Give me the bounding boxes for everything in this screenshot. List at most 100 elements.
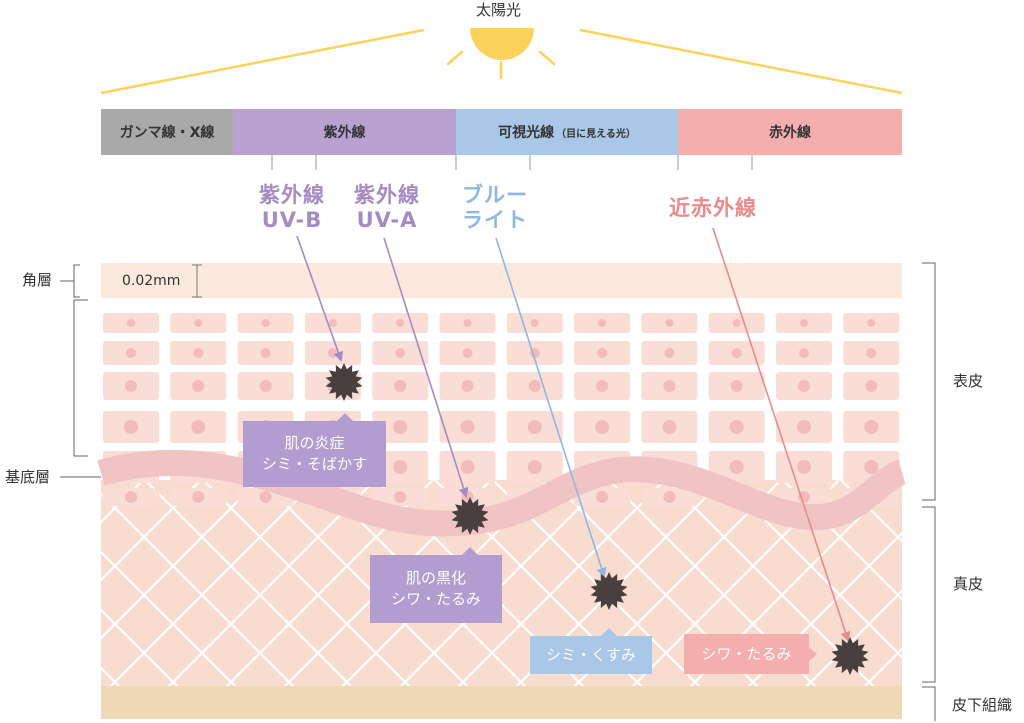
cell-nucleus-0-9: [732, 319, 741, 327]
cell-nucleus-3-7: [595, 420, 610, 434]
effect-box-uvb: 肌の炎症シミ・そばかす: [243, 421, 386, 487]
cell-nucleus-0-3: [328, 319, 337, 327]
effect-pointer-ir: [809, 647, 817, 661]
damage-spot-2: [590, 572, 628, 610]
fiber-a-856: [957, 480, 1024, 710]
effect-pointer-uvb: [337, 413, 353, 421]
cell-nucleus-0-0: [127, 319, 135, 327]
cell-nucleus-2-2: [259, 380, 272, 392]
spectrum-band-3: [678, 109, 902, 155]
fiber-b--72: [101, 480, 260, 640]
cell-nucleus-3-4: [393, 420, 408, 434]
ray-arrow-2: [495, 237, 607, 578]
ray-arrow-0: [296, 235, 344, 362]
cell-nucleus-3-8: [662, 420, 677, 434]
cell-nucleus-1-7: [597, 348, 608, 358]
cell-nucleus-4-5: [460, 460, 475, 474]
epidermis-label: 表皮: [953, 372, 984, 390]
effect-pointer-uva: [462, 547, 478, 555]
cell-nucleus-3-10: [797, 420, 811, 434]
cell-nucleus-3-1: [191, 420, 206, 434]
cell-nucleus-5-8: [663, 491, 676, 503]
cell-nucleus-0-7: [598, 319, 607, 327]
fiber-b--188: [101, 480, 144, 524]
cell-nucleus-2-10: [798, 380, 810, 392]
cell-nucleus-4-10: [797, 460, 811, 474]
fiber-a--130: [101, 608, 183, 690]
band-ultraviolet: 紫外線: [323, 125, 366, 141]
cell-nucleus-2-7: [596, 380, 609, 392]
cell-nucleus-3-9: [729, 420, 744, 434]
ray-arrow-3: [712, 227, 851, 642]
ray-label-near-infrared: 近赤外線: [669, 196, 757, 220]
dermis-label: 真皮: [953, 575, 984, 593]
cell-nucleus-2-1: [192, 380, 205, 392]
sunlight-label: 太陽光: [476, 1, 522, 19]
cell-nucleus-0-5: [463, 319, 472, 327]
fiber-b-682: [801, 589, 902, 690]
cell-nucleus-5-4: [394, 491, 407, 503]
cell-nucleus-5-0: [125, 491, 137, 503]
band-visible-note: （目に見える光）: [556, 128, 636, 140]
sun-disc: [470, 28, 534, 60]
cell-nucleus-2-11: [865, 380, 878, 392]
bracket-subcutaneous: [922, 686, 936, 721]
bracket-corneum: [73, 264, 80, 298]
ray-arrow-1: [383, 237, 469, 498]
stratum-corneum-label: 角層: [22, 271, 53, 289]
stratum-corneum-layer: [101, 263, 902, 298]
cell-nucleus-2-9: [730, 380, 743, 392]
damage-spot-0: [325, 363, 363, 401]
effect-box-uva: 肌の黒化シワ・たるみ: [370, 555, 502, 623]
fiber-b--14: [105, 480, 318, 690]
cell-nucleus-3-0: [124, 420, 138, 434]
cell-nucleus-0-1: [194, 319, 203, 327]
damage-spot-3: [831, 637, 869, 675]
cell-nucleus-0-4: [396, 319, 405, 327]
fiber-a--246: [0, 480, 85, 710]
cell-nucleus-1-10: [799, 348, 809, 358]
sun-fan-left: [100, 28, 425, 95]
cell-nucleus-0-6: [530, 319, 539, 327]
band-gamma-xray: ガンマ線・X線: [119, 125, 215, 141]
fiber-b-856: [957, 480, 1024, 710]
fiber-a-798: [898, 480, 902, 485]
fiber-b--246: [0, 480, 85, 710]
sun-fan-right: [579, 28, 903, 95]
cell-nucleus-3-11: [864, 420, 879, 434]
band-infrared: 赤外線: [769, 125, 811, 141]
subcutaneous-layer: [101, 686, 902, 719]
cell-nucleus-2-6: [528, 380, 541, 392]
cell-nucleus-1-3: [327, 348, 338, 358]
cell-nucleus-4-9: [729, 460, 744, 474]
cell-nucleus-4-6: [527, 460, 542, 474]
damage-spot-1: [451, 497, 489, 535]
fiber-a--304: [0, 480, 27, 710]
fiber-b-798: [899, 480, 1024, 710]
thickness-label: 0.02mm: [122, 273, 181, 289]
cell-nucleus-4-11: [864, 460, 879, 474]
cell-nucleus-0-11: [867, 319, 876, 327]
cell-nucleus-5-1: [192, 491, 205, 503]
effect-box-near-infrared: シワ・たるみ: [684, 634, 809, 674]
cell-nucleus-1-5: [462, 348, 473, 358]
cell-nucleus-1-1: [193, 348, 204, 358]
effect-pointer-blue: [601, 628, 617, 636]
spectrum-band-2: [456, 109, 678, 155]
fiber-b--130: [101, 480, 202, 582]
cell-nucleus-0-2: [261, 319, 270, 327]
cell-nucleus-1-2: [260, 348, 271, 358]
subcutaneous-label: 皮下組織: [952, 696, 1013, 714]
fiber-b--304: [0, 480, 27, 710]
band-visible-light: 可視光線（目に見える光）: [498, 125, 636, 141]
cell-nucleus-1-8: [664, 348, 675, 358]
ray-label-blue-light: ブルーライト: [462, 183, 528, 232]
bracket-epidermis: [922, 262, 936, 501]
cell-nucleus-3-5: [460, 420, 475, 434]
fiber-b-740: [859, 647, 902, 690]
fiber-a--188: [101, 666, 125, 690]
cell-nucleus-1-0: [126, 348, 136, 358]
